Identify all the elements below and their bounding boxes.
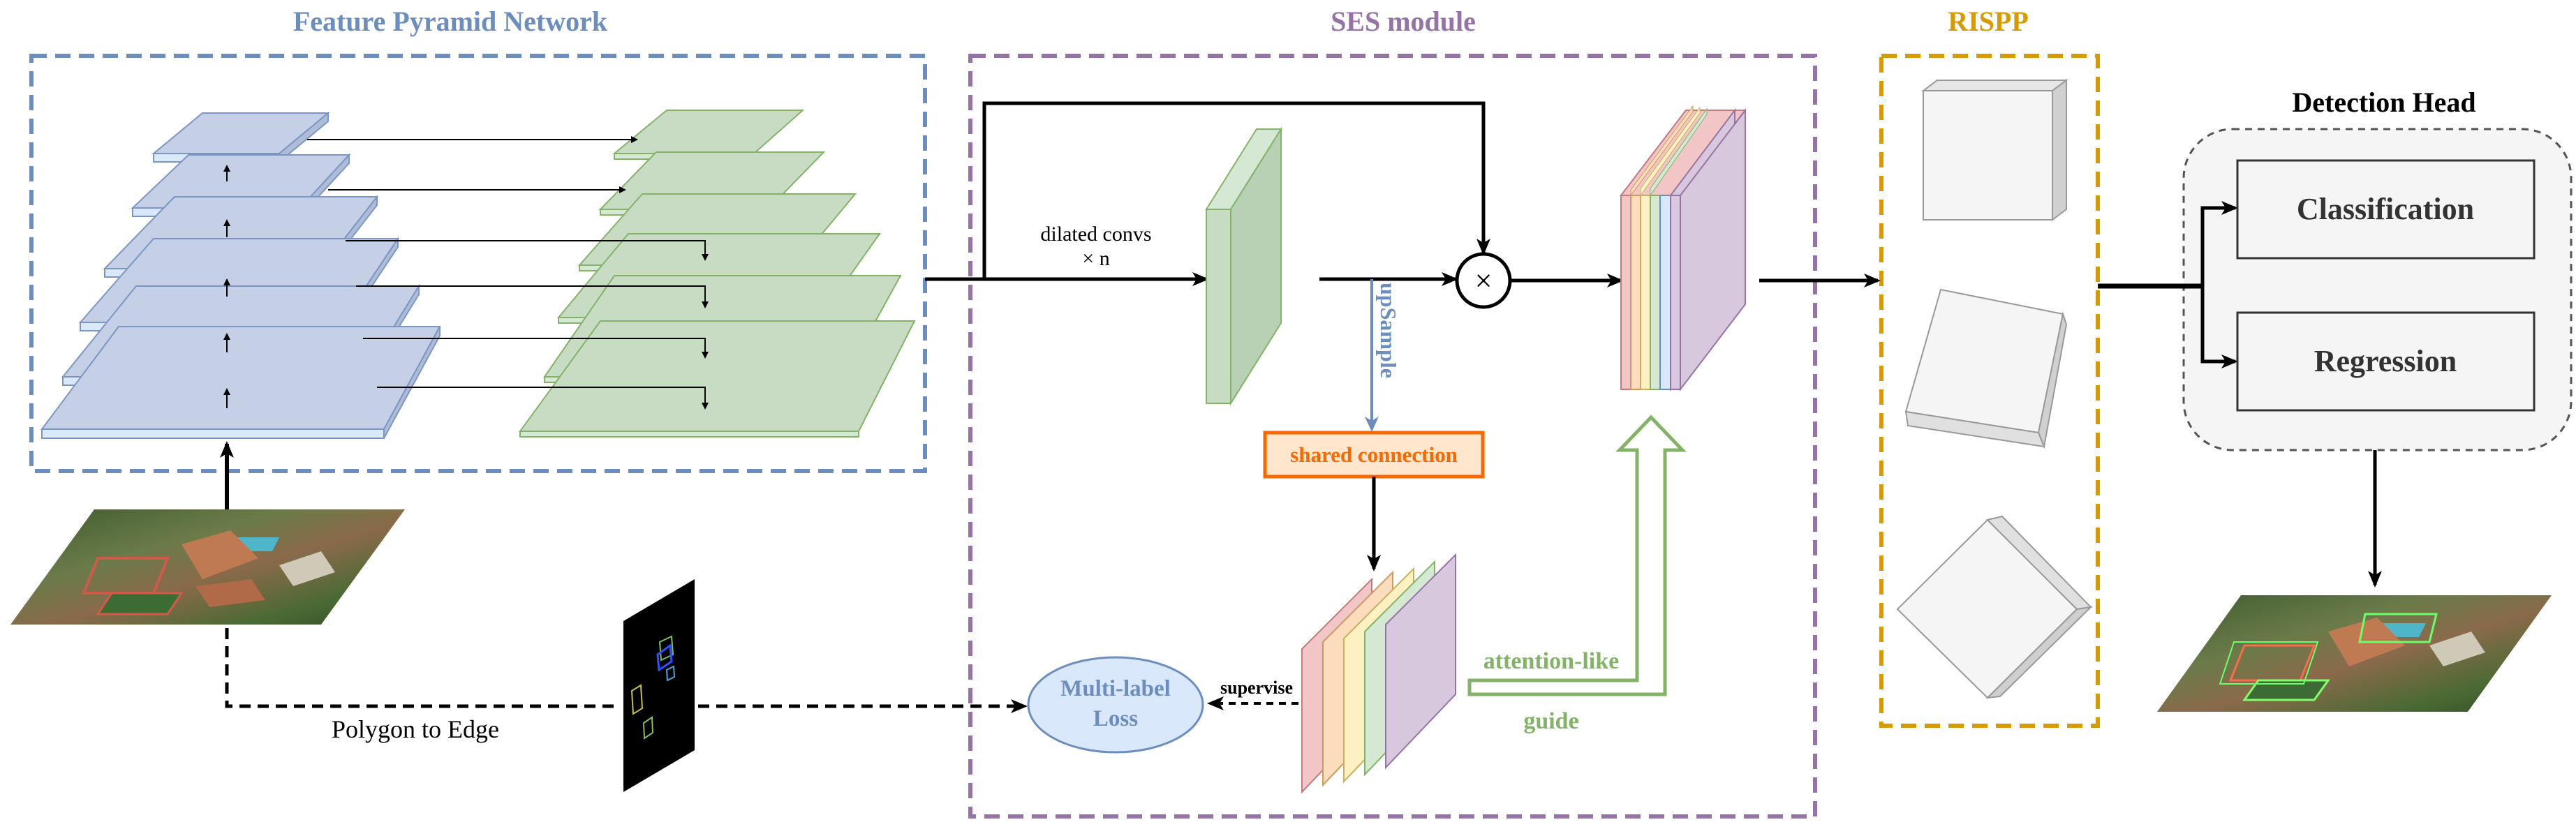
- stack-layer-purple: [1385, 553, 1456, 770]
- blue-layer-1: [151, 112, 330, 154]
- green-layer-1: [612, 110, 805, 154]
- input-aerial-image: [10, 509, 405, 625]
- shared-connection-box: [1263, 431, 1485, 479]
- attention-guide-arrow: [1467, 414, 1687, 696]
- multi-label-loss-line1: Multi-label: [1060, 676, 1171, 701]
- times-n-label: × n: [1082, 247, 1109, 270]
- classification-box: [2236, 159, 2536, 260]
- fpn-blue-pyramid: [40, 111, 441, 439]
- regression-label: Regression: [2314, 344, 2457, 378]
- upsample-label: upSample: [1376, 283, 1401, 378]
- ses-frame: [968, 54, 1817, 819]
- ses-output-stack: [1619, 105, 1747, 391]
- ses-skip-connection: [982, 101, 1490, 279]
- detection-head-title: Detection Head: [2292, 87, 2475, 118]
- guide-label: guide: [1523, 708, 1578, 734]
- rispp-cube-3: [1896, 515, 2093, 699]
- multi-label-loss-line2: Loss: [1093, 706, 1138, 731]
- fpn-frame: [29, 54, 927, 473]
- rispp-cube-2: [1904, 288, 2068, 449]
- polygon-to-edge-label: Polygon to Edge: [332, 715, 499, 743]
- shared-connection-label: shared connection: [1290, 442, 1458, 467]
- ses-title: SES module: [1331, 6, 1476, 37]
- to-classification-arrow: [2200, 201, 2238, 286]
- edge-feature-stack: [1301, 553, 1456, 794]
- attention-like-label: attention-like: [1483, 648, 1620, 674]
- dilated-feature-block: [1205, 126, 1282, 406]
- multi-label-loss: [1027, 656, 1204, 754]
- fpn-lateral-connections: [307, 136, 709, 410]
- output-aerial-image: [2157, 595, 2552, 712]
- edge-map: [623, 579, 695, 792]
- dilated-convs-label: dilated convs: [1040, 223, 1151, 246]
- classification-label: Classification: [2297, 192, 2474, 226]
- regression-box: [2236, 311, 2536, 412]
- fpn-green-pyramid: [519, 110, 916, 438]
- supervise-label: supervise: [1220, 678, 1293, 698]
- to-regression-arrow: [2200, 286, 2238, 368]
- rispp-frame: [1879, 54, 2100, 728]
- rispp-title: RISPP: [1948, 6, 2029, 37]
- rispp-cube-1: [1921, 79, 2068, 221]
- multiply-symbol: ×: [1475, 264, 1493, 298]
- polygon-to-edge-path: [225, 628, 620, 708]
- fpn-title: Feature Pyramid Network: [293, 6, 608, 37]
